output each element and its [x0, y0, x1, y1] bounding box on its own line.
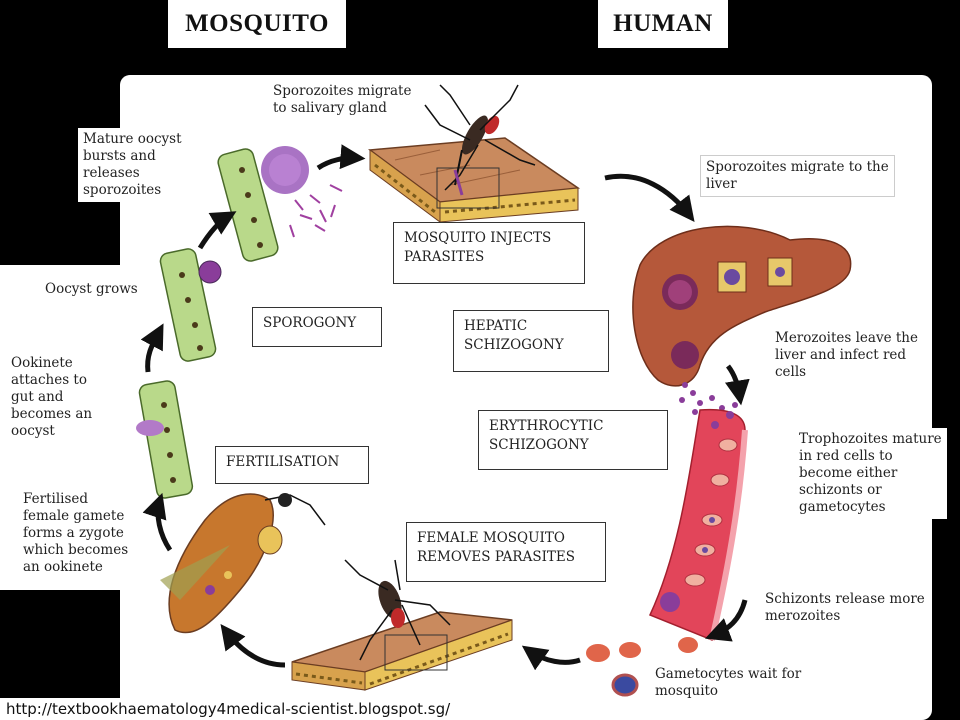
gut-cells-mature-oocyst	[217, 146, 343, 262]
mosquito-biting-icon	[424, 84, 536, 196]
header-human: HUMAN	[598, 0, 728, 48]
label-fertilised-female-gamete: Fertilised female gamete forms a zygote …	[18, 488, 134, 579]
gametocytes-illustration	[586, 637, 698, 697]
blood-vessel-illustration	[648, 408, 748, 642]
box-mosquito-injects-parasites: MOSQUITO INJECTS PARASITES	[393, 222, 585, 284]
box-sporogony: SPOROGONY	[252, 307, 382, 347]
label-mature-oocyst: Mature oocyst bursts and releases sporoz…	[78, 128, 187, 202]
skin-block-top	[367, 137, 581, 223]
label-ookinete-attaches: Ookinete attaches to gut and becomes an …	[6, 352, 98, 443]
label-schizonts-release: Schizonts release more merozoites	[760, 588, 930, 628]
label-trophozoites-mature: Trophozoites mature in red cells to beco…	[794, 428, 947, 519]
label-sporozoites-salivary-gland: Sporozoites migrate to salivary gland	[268, 80, 417, 120]
mosquito-gut-illustration	[160, 493, 326, 634]
box-hepatic-schizogony: HEPATIC SCHIZOGONY	[453, 310, 609, 372]
mosquito-feeding-icon	[344, 559, 451, 661]
merozoites-cluster	[679, 382, 738, 417]
source-url: http://textbookhaematology4medical-scien…	[0, 698, 457, 720]
box-fertilisation: FERTILISATION	[215, 446, 369, 484]
label-sporozoites-liver: Sporozoites migrate to the liver	[700, 155, 895, 197]
liver-illustration	[632, 225, 852, 387]
label-oocyst-grows: Oocyst grows	[40, 278, 143, 301]
gut-cells-ookinete	[136, 380, 194, 499]
skin-block-bottom	[291, 611, 513, 691]
label-merozoites-leave-liver: Merozoites leave the liver and infect re…	[770, 327, 923, 384]
header-mosquito: MOSQUITO	[168, 0, 346, 48]
cycle-arrows	[140, 144, 750, 671]
gut-cells-oocyst	[159, 248, 222, 362]
box-female-mosquito-removes-parasites: FEMALE MOSQUITO REMOVES PARASITES	[406, 522, 606, 582]
label-gametocytes-wait: Gametocytes wait for mosquito	[650, 663, 807, 703]
box-erythrocytic-schizogony: ERYTHROCYTIC SCHIZOGONY	[478, 410, 668, 470]
